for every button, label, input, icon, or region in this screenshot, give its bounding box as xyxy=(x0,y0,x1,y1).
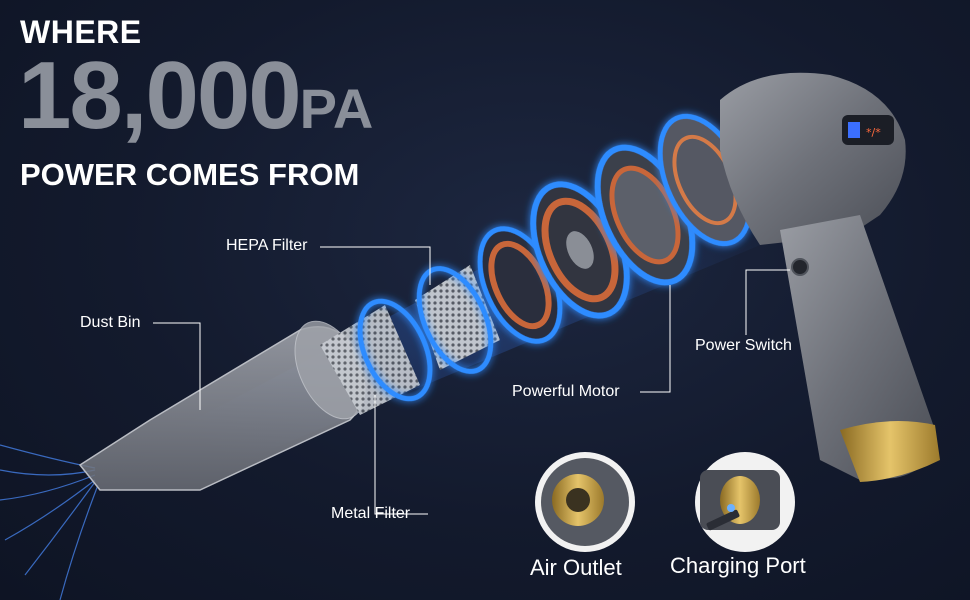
headline-number: 18,000 xyxy=(18,42,302,149)
motor-part xyxy=(477,113,753,344)
headline-pressure: 18,000PA xyxy=(18,48,373,144)
charging-port-inset xyxy=(695,452,795,552)
svg-text:*/*: */* xyxy=(866,126,881,139)
headline-unit: PA xyxy=(299,77,374,140)
metal-filter-part xyxy=(320,298,433,415)
air-outlet-inset xyxy=(535,452,635,552)
headline-where: WHERE xyxy=(20,14,142,50)
headline-power: POWER COMES FROM xyxy=(20,157,360,192)
label-charging-port: Charging Port xyxy=(670,553,806,578)
label-air-outlet: Air Outlet xyxy=(530,555,622,580)
vacuum-body: */* xyxy=(720,72,940,482)
label-powerful-motor: Powerful Motor xyxy=(512,383,620,400)
airflow-streams xyxy=(0,444,99,600)
label-hepa-filter: HEPA Filter xyxy=(226,237,308,254)
label-metal-filter: Metal Filter xyxy=(331,505,411,522)
hepa-filter-part xyxy=(415,265,500,374)
label-power-switch: Power Switch xyxy=(695,337,792,354)
label-dust-bin: Dust Bin xyxy=(80,314,141,331)
